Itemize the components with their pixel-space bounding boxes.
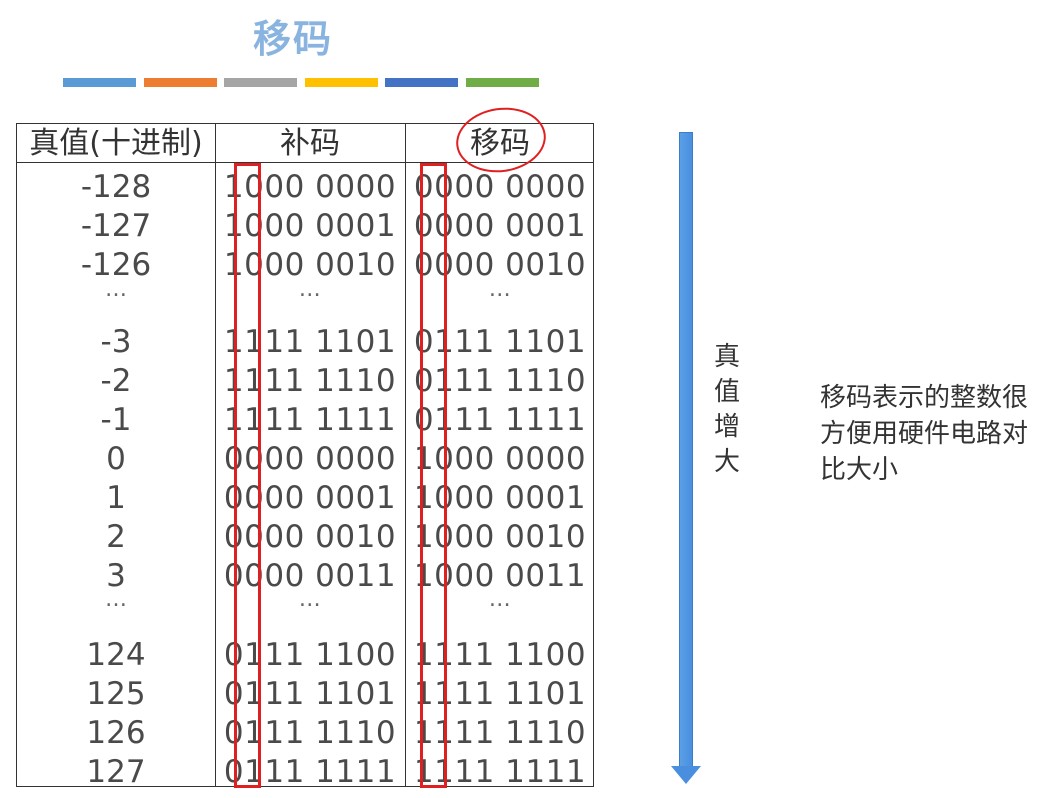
cell-excess-code: 0111 1111 bbox=[413, 402, 587, 438]
increase-arrow-head bbox=[671, 766, 701, 784]
cell-excess-code: 0111 1101 bbox=[413, 324, 587, 360]
cell-excess-code: 0000 0010 bbox=[413, 247, 587, 283]
slide-title: 移码 bbox=[252, 17, 333, 61]
cell-twos-complement: 1000 0001 bbox=[223, 208, 397, 244]
cell-excess-code: … bbox=[488, 277, 512, 302]
cell-twos-complement: 0111 1111 bbox=[223, 754, 397, 790]
cell-excess-code: 1111 1111 bbox=[413, 754, 587, 790]
cell-true-value: 125 bbox=[86, 676, 146, 712]
sign-bit-highlight-excess bbox=[420, 163, 447, 788]
color-bar-segment bbox=[224, 78, 297, 87]
header-divider bbox=[17, 162, 593, 163]
cell-twos-complement: 0000 0001 bbox=[223, 480, 397, 516]
cell-excess-code: … bbox=[488, 587, 512, 612]
cell-true-value: -127 bbox=[80, 208, 152, 244]
cell-twos-complement: 0111 1100 bbox=[223, 637, 397, 673]
cell-twos-complement: 0000 0010 bbox=[223, 519, 397, 555]
header-twos-complement: 补码 bbox=[280, 126, 340, 161]
cell-excess-code: 0000 0000 bbox=[413, 169, 587, 205]
cell-true-value: -128 bbox=[80, 169, 152, 205]
sign-bit-highlight-complement bbox=[234, 163, 261, 788]
color-bar-segment bbox=[465, 78, 539, 87]
cell-twos-complement: 1000 0010 bbox=[223, 247, 397, 283]
cell-twos-complement: 0111 1110 bbox=[223, 715, 397, 751]
color-bar-segment bbox=[143, 78, 217, 87]
header-excess-code: 移码 bbox=[470, 126, 530, 161]
cell-true-value: -2 bbox=[100, 363, 132, 399]
explanation-note: 移码表示的整数很方便用硬件电路对比大小 bbox=[820, 383, 1029, 485]
cell-twos-complement: … bbox=[298, 277, 322, 302]
column-divider bbox=[405, 124, 406, 786]
cell-excess-code: 0111 1110 bbox=[413, 363, 587, 399]
cell-true-value: 127 bbox=[86, 754, 146, 790]
cell-true-value: 124 bbox=[86, 637, 146, 673]
cell-twos-complement: 1000 0000 bbox=[223, 169, 397, 205]
cell-excess-code: 1000 0010 bbox=[413, 519, 587, 555]
header-true-value: 真值(十进制) bbox=[29, 126, 203, 161]
cell-true-value: -126 bbox=[80, 247, 152, 283]
cell-excess-code: 1111 1101 bbox=[413, 676, 587, 712]
arrow-label: 真值增大 bbox=[713, 342, 740, 477]
color-bar-segment bbox=[63, 78, 136, 87]
cell-twos-complement: 0111 1101 bbox=[223, 676, 397, 712]
cell-excess-code: 0000 0001 bbox=[413, 208, 587, 244]
cell-true-value: -3 bbox=[100, 324, 132, 360]
cell-true-value: … bbox=[105, 587, 127, 612]
cell-true-value: -1 bbox=[100, 402, 132, 438]
cell-true-value: 1 bbox=[106, 480, 126, 516]
cell-twos-complement: 1111 1101 bbox=[223, 324, 397, 360]
cell-twos-complement: 1111 1110 bbox=[223, 363, 397, 399]
color-bar-segment bbox=[385, 78, 458, 87]
column-divider bbox=[215, 124, 216, 786]
color-bar-segment bbox=[304, 78, 378, 87]
cell-excess-code: 1000 0011 bbox=[413, 558, 587, 594]
cell-twos-complement: 0000 0011 bbox=[223, 558, 397, 594]
cell-twos-complement: 1111 1111 bbox=[223, 402, 397, 438]
cell-true-value: 3 bbox=[106, 558, 126, 594]
cell-true-value: 2 bbox=[106, 519, 126, 555]
cell-excess-code: 1111 1100 bbox=[413, 637, 587, 673]
cell-excess-code: 1000 0001 bbox=[413, 480, 587, 516]
cell-true-value: 0 bbox=[106, 441, 126, 477]
cell-twos-complement: 0000 0000 bbox=[223, 441, 397, 477]
cell-twos-complement: … bbox=[298, 587, 322, 612]
cell-excess-code: 1000 0000 bbox=[413, 441, 587, 477]
encoding-table: 真值(十进制) 补码 移码 -128 1000 0000 0000 0000 -127… bbox=[16, 123, 594, 790]
cell-true-value: 126 bbox=[86, 715, 146, 751]
cell-true-value: … bbox=[105, 277, 127, 302]
increase-arrow-shaft bbox=[679, 132, 693, 768]
cell-excess-code: 1111 1110 bbox=[413, 715, 587, 751]
